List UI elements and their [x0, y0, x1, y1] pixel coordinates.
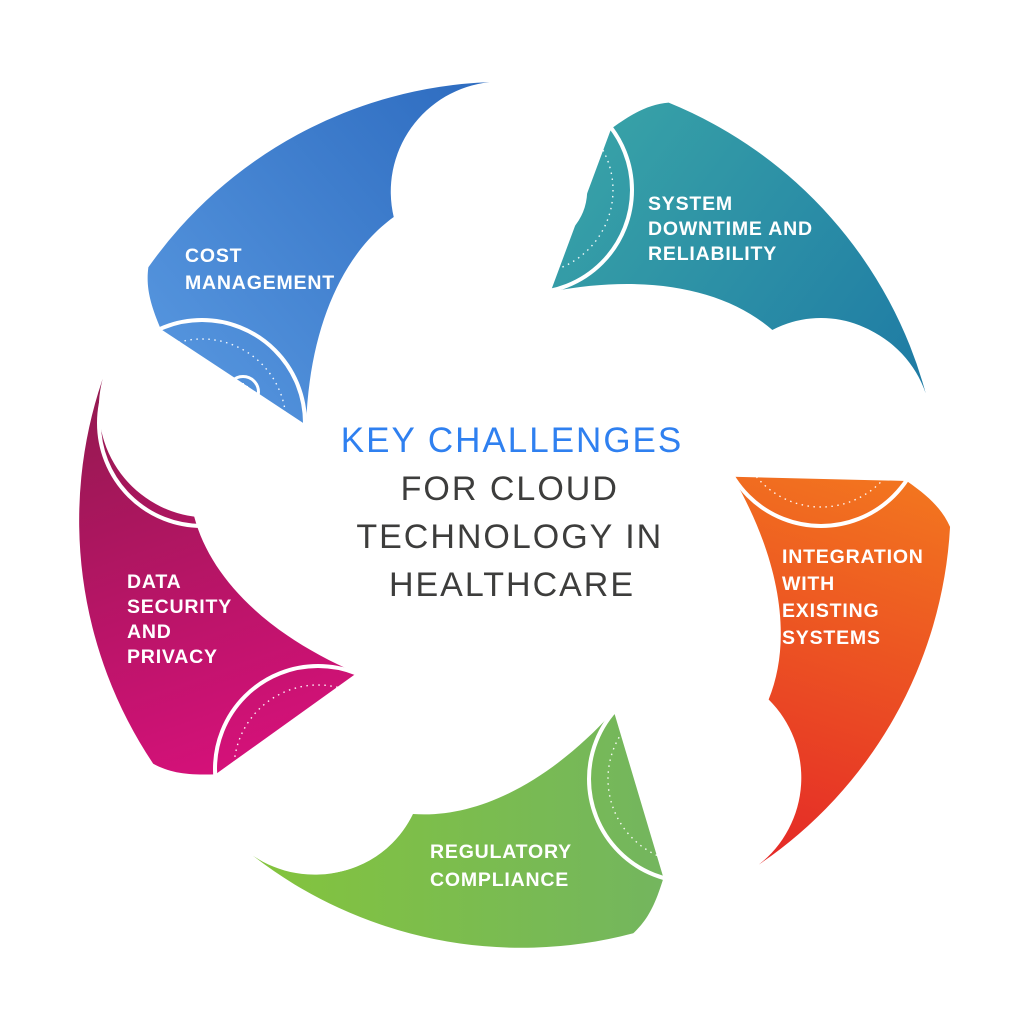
band-cost-management: [147, 82, 490, 425]
label-line: SYSTEMS: [782, 627, 881, 649]
label-line: DOWNTIME AND: [648, 218, 813, 240]
circle-data-security: [213, 664, 423, 874]
label-line: REGULATORY: [430, 841, 572, 863]
title-line: HEALTHCARE: [389, 566, 635, 604]
label-line: WITH: [782, 573, 835, 595]
chart-coins-icon: $: [144, 370, 261, 453]
label-line: AND: [127, 621, 172, 643]
label-line: INTEGRATION: [782, 546, 924, 568]
circle-system-downtime: [424, 85, 634, 295]
title-line: FOR CLOUD: [401, 470, 619, 508]
band-integration: [732, 476, 951, 865]
shield-lock-icon: [275, 720, 361, 818]
label-integration: INTEGRATION WITH EXISTING SYSTEMS: [782, 546, 930, 649]
label-line: EXISTING: [782, 600, 879, 622]
document-check-icon: [655, 732, 724, 823]
title-line: TECHNOLOGY IN: [356, 518, 663, 556]
circle-integration: [716, 318, 926, 528]
circle-regulatory-compliance: [587, 674, 797, 884]
label-line: DATA: [127, 571, 181, 593]
label-line: COST: [185, 245, 242, 267]
label-line: SECURITY: [127, 596, 232, 618]
page-subtitle: FOR CLOUD TECHNOLOGY IN HEALTHCARE: [356, 470, 667, 604]
clock-refresh-icon: [470, 130, 588, 248]
label-line: COMPLIANCE: [430, 869, 569, 891]
label-data-security: DATA SECURITY AND PRIVACY: [127, 571, 238, 668]
label-line: MANAGEMENT: [185, 272, 335, 294]
band-system-downtime: [550, 102, 926, 394]
label-regulatory-compliance: REGULATORY COMPLIANCE: [430, 841, 578, 891]
label-cost-management: COST MANAGEMENT: [185, 245, 335, 294]
band-regulatory-compliance: [252, 711, 664, 948]
segment-bands: [79, 82, 951, 948]
label-line: SYSTEM: [648, 193, 733, 215]
puzzle-icon: [773, 367, 878, 466]
dollar-symbol: $: [236, 381, 251, 405]
label-system-downtime: SYSTEM DOWNTIME AND RELIABILITY: [648, 193, 819, 265]
circle-cost-management: $: [97, 318, 307, 528]
page-title: KEY CHALLENGES: [341, 421, 684, 460]
band-data-security: [79, 378, 357, 775]
label-line: RELIABILITY: [648, 243, 777, 265]
title-accent-line: KEY CHALLENGES: [341, 421, 684, 460]
label-line: PRIVACY: [127, 646, 218, 668]
